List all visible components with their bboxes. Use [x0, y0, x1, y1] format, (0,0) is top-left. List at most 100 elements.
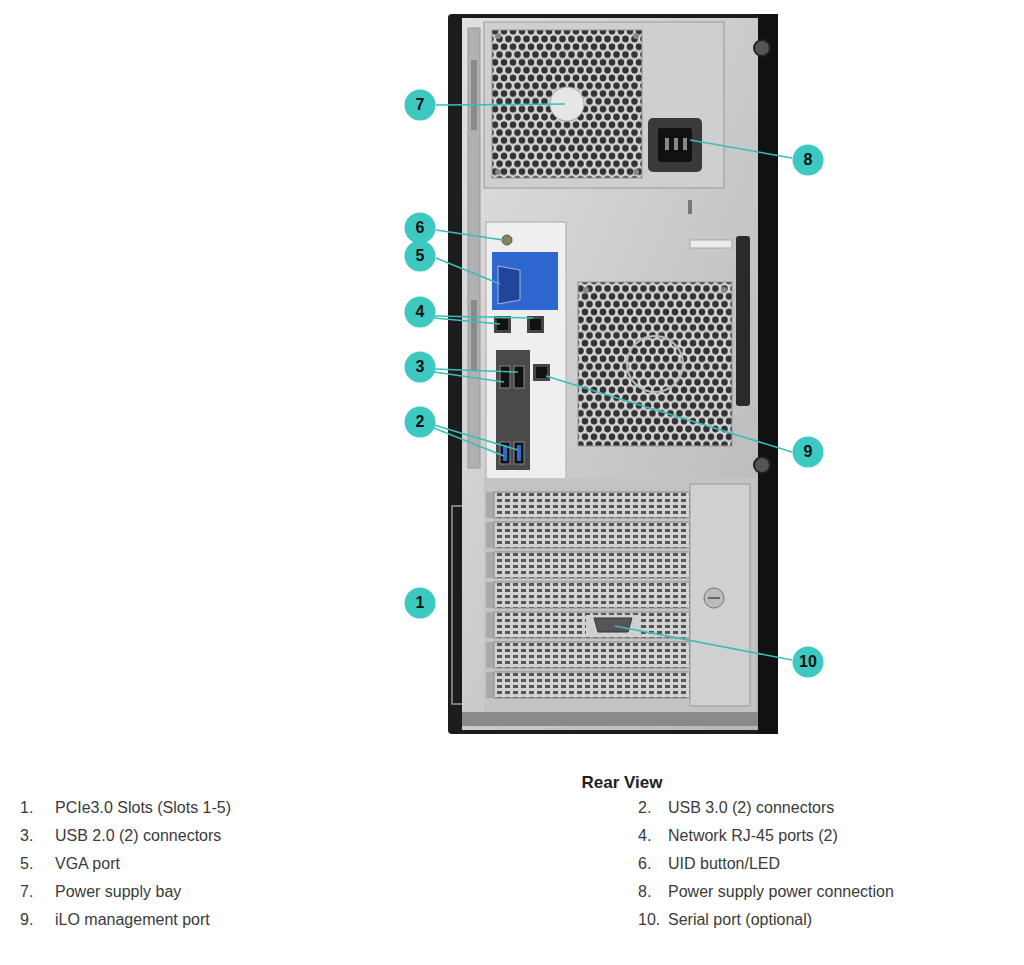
rear-panel — [462, 18, 758, 730]
callout-circle — [793, 437, 824, 468]
callout-circle — [405, 588, 436, 619]
serial-plate — [586, 615, 640, 635]
bezel-knob — [754, 457, 770, 473]
usb3-port — [514, 442, 524, 464]
callout-number: 8 — [792, 144, 824, 176]
ilo-port — [533, 364, 550, 381]
pcie-area — [484, 478, 756, 716]
leader-line — [546, 376, 792, 452]
slot-cover — [494, 582, 690, 608]
power-pin — [674, 138, 678, 150]
leader-line — [434, 318, 500, 324]
callout-number: 5 — [404, 240, 436, 272]
list-number: 8. — [638, 882, 651, 902]
panel-slot — [688, 200, 692, 214]
callout-number: 7 — [404, 89, 436, 121]
part-name: USB 2.0 (2) connectors — [55, 826, 221, 846]
system-fan-grille — [578, 282, 732, 446]
list-number: 3. — [20, 826, 33, 846]
slot-cover — [494, 492, 690, 518]
slot-cover — [494, 522, 690, 548]
side-bezel — [758, 14, 778, 734]
strip-slot — [471, 60, 477, 130]
part-name: Serial port (optional) — [668, 910, 812, 930]
callout-circle — [793, 145, 824, 176]
callout-number: 3 — [404, 351, 436, 383]
callout-number: 1 — [404, 587, 436, 619]
slot-tab — [486, 582, 494, 608]
chassis-handle — [736, 236, 750, 406]
screw — [495, 33, 501, 39]
usb3-tongue — [503, 445, 507, 461]
screw — [495, 169, 501, 175]
list-number: 6. — [638, 854, 651, 874]
slot-tab — [486, 642, 494, 668]
bezel-knob — [754, 40, 770, 56]
leader-line — [436, 230, 503, 240]
uid-led — [502, 235, 512, 245]
part-name: Network RJ-45 ports (2) — [668, 826, 838, 846]
callout-circle — [405, 352, 436, 383]
leader-line — [434, 425, 518, 450]
callout-circle — [405, 241, 436, 272]
leader-line — [690, 140, 792, 158]
slot-bracket — [690, 484, 750, 706]
slot-cover — [494, 672, 690, 698]
power-inlet — [648, 118, 702, 172]
slot-tab — [486, 492, 494, 518]
callout-number: 4 — [404, 296, 436, 328]
callout-number: 4 — [404, 296, 436, 328]
callout-number: 6 — [404, 212, 436, 244]
callout-number: 9 — [792, 436, 824, 468]
list-number: 2. — [638, 798, 651, 818]
ilo-socket — [536, 367, 547, 378]
callout-circle — [405, 407, 436, 438]
leader-line — [436, 104, 565, 105]
callout-number: 8 — [792, 144, 824, 176]
callout-circle — [405, 90, 436, 121]
callout-number: 6 — [404, 212, 436, 244]
system-fan-hub — [627, 336, 683, 392]
rj45-port — [494, 316, 511, 333]
serial-port — [594, 618, 632, 632]
callout-number: 2 — [404, 406, 436, 438]
leader-line — [615, 626, 792, 660]
chassis-case — [448, 14, 778, 734]
list-number: 4. — [638, 826, 651, 846]
usb3-tongue — [517, 445, 521, 461]
usb2-port — [500, 366, 510, 388]
callout-circle — [405, 213, 436, 244]
leader-line — [434, 369, 518, 372]
slot-tab — [486, 612, 494, 638]
slot-tab — [486, 522, 494, 548]
slot-bracket-line — [452, 506, 462, 704]
slot-cover — [494, 642, 690, 668]
leader-line — [434, 372, 504, 382]
slot-tab — [486, 672, 494, 698]
callout-number: 5 — [404, 240, 436, 272]
part-name: UID button/LED — [668, 854, 780, 874]
callout-circle — [405, 297, 436, 328]
callout-number: 10 — [792, 646, 824, 678]
power-pin — [665, 138, 669, 150]
screw — [721, 287, 727, 293]
list-number: 1. — [20, 798, 33, 818]
illustration-detail — [434, 104, 792, 660]
part-name: VGA port — [55, 854, 120, 874]
leader-line — [436, 258, 500, 284]
slot-cover — [494, 552, 690, 578]
bracket-lock — [704, 588, 724, 608]
callout-number: 9 — [792, 436, 824, 468]
screw — [633, 169, 639, 175]
callout-number: 3 — [404, 351, 436, 383]
io-panel — [486, 222, 566, 504]
rj45-socket — [530, 319, 541, 330]
list-number: 10. — [638, 910, 660, 930]
screw — [583, 287, 589, 293]
screw — [633, 33, 639, 39]
side-strip — [468, 28, 480, 468]
lock-slot — [708, 597, 720, 599]
part-name: USB 3.0 (2) connectors — [668, 798, 834, 818]
callout-number: 10 — [792, 646, 824, 678]
part-name: iLO management port — [55, 910, 210, 930]
